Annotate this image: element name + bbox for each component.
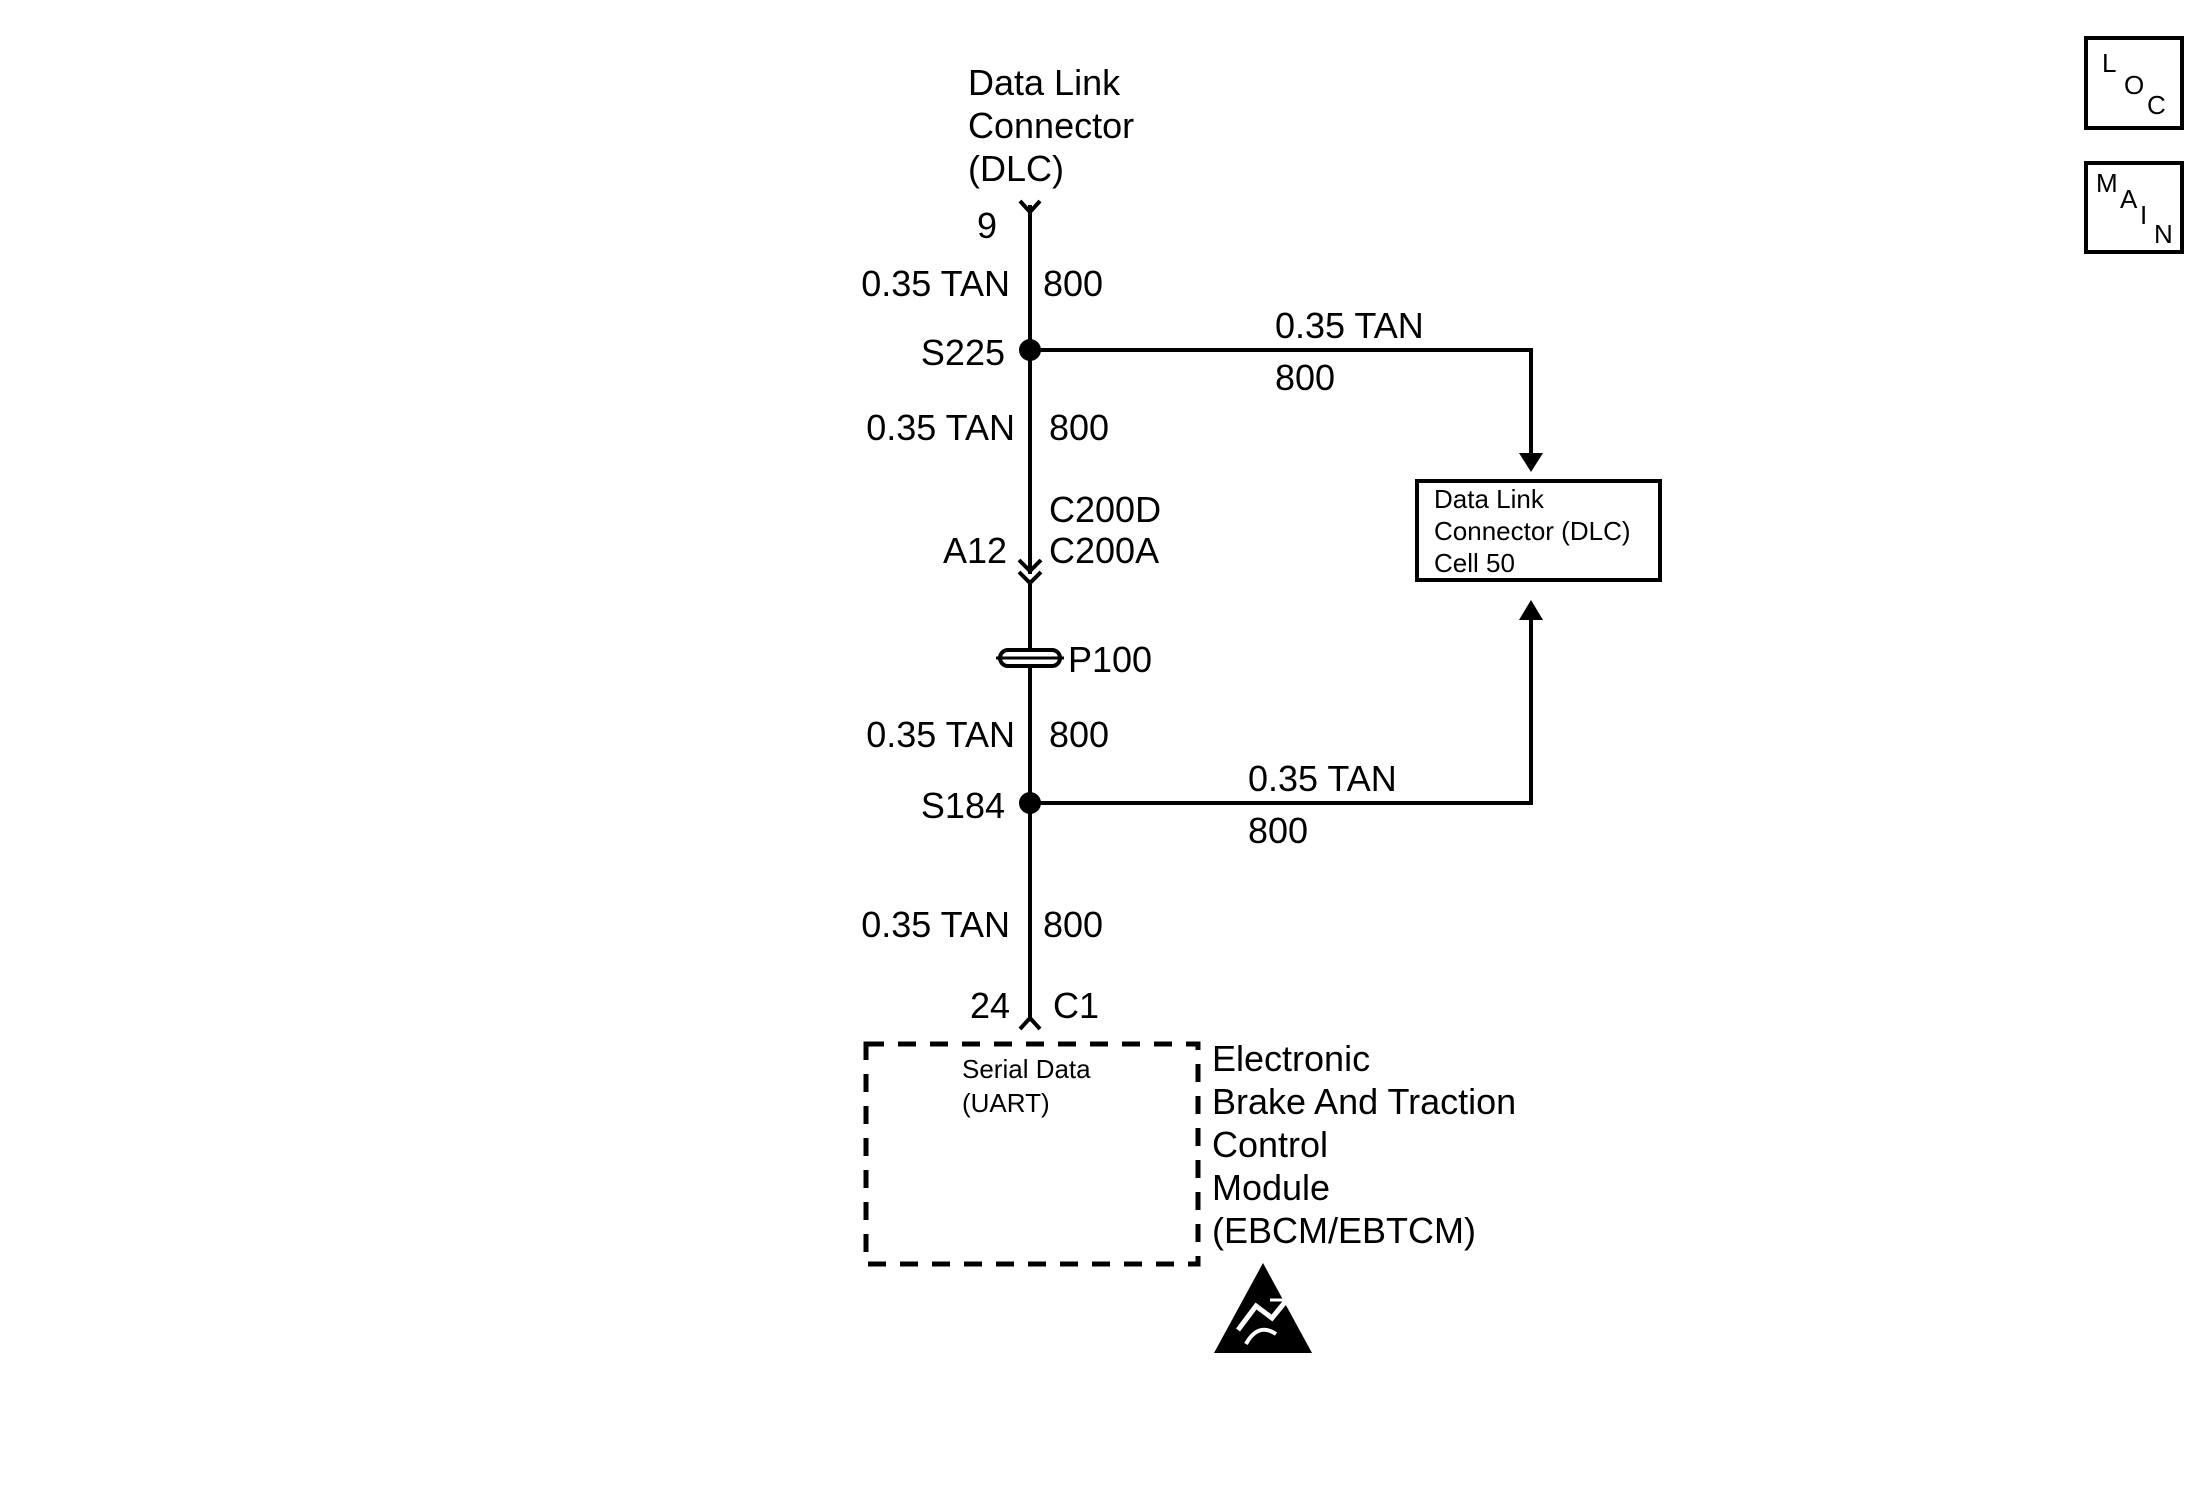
main-button-letter-4: N [2154, 219, 2173, 249]
module-internal-line-2: (UART) [962, 1088, 1050, 1118]
main-button[interactable]: M A I N [2084, 161, 2184, 254]
top-connector-label: Data Link Connector (DLC) [968, 62, 1134, 189]
wire-4-gauge: 0.35 TAN [861, 904, 1010, 945]
top-connector-name-line-2: Connector [968, 105, 1134, 146]
wire-3-gauge: 0.35 TAN [866, 714, 1015, 755]
wire-1-circuit: 800 [1043, 263, 1103, 304]
module-name-line-3: Control [1212, 1124, 1328, 1165]
wire-1-gauge: 0.35 TAN [861, 263, 1010, 304]
module-name-line-5: (EBCM/EBTCM) [1212, 1210, 1476, 1251]
branch-upper-circuit: 800 [1275, 357, 1335, 398]
module-internal-line-1: Serial Data [962, 1054, 1091, 1084]
main-button-letter-2: A [2120, 184, 2138, 214]
splice-lower-label: S184 [921, 785, 1005, 826]
branch-lower-gauge: 0.35 TAN [1248, 758, 1397, 799]
top-connector-name-line-3: (DLC) [968, 148, 1064, 189]
loc-button-letter-1: L [2102, 48, 2116, 78]
main-button-letter-1: M [2096, 168, 2118, 198]
branch-upper-gauge: 0.35 TAN [1275, 305, 1424, 346]
inline-connector-upper: C200D [1049, 489, 1161, 530]
loc-button[interactable]: L O C [2084, 36, 2184, 130]
top-connector-pin: 9 [977, 205, 997, 246]
wire-2-gauge: 0.35 TAN [866, 407, 1015, 448]
top-connector-name-line-1: Data Link [968, 62, 1121, 103]
loc-button-letter-2: O [2124, 70, 2144, 100]
wire-4-circuit: 800 [1043, 904, 1103, 945]
module-name-line-4: Module [1212, 1167, 1330, 1208]
inline-connector-lower: C200A [1049, 530, 1159, 571]
loc-button-letter-3: C [2147, 90, 2166, 120]
inline-connector-pin: A12 [943, 530, 1007, 571]
inline-connector-icon [1017, 558, 1043, 586]
main-button-letter-3: I [2140, 200, 2147, 230]
wire-2-circuit: 800 [1049, 407, 1109, 448]
module-connector-terminal-icon [1018, 1015, 1042, 1031]
esd-sensitive-icon [1214, 1263, 1312, 1353]
branch-upper-wire [1030, 348, 1533, 455]
module-name: Electronic Brake And Traction Control Mo… [1212, 1038, 1516, 1251]
splice-upper-label: S225 [921, 332, 1005, 373]
reference-box-line-2: Connector (DLC) [1434, 516, 1631, 546]
module-box [863, 1041, 1201, 1267]
reference-box-line-1: Data Link [1434, 484, 1545, 514]
branch-upper-arrow-icon [1519, 453, 1543, 472]
module-name-line-1: Electronic [1212, 1038, 1370, 1079]
reference-box [1415, 479, 1662, 582]
module-connector-pin: 24 [970, 985, 1010, 1026]
branch-lower-wire [1030, 618, 1533, 805]
grommet-icon [996, 648, 1064, 668]
branch-lower-arrow-icon [1519, 600, 1543, 620]
reference-box-line-3: Cell 50 [1434, 548, 1515, 578]
grommet-label: P100 [1068, 639, 1152, 680]
branch-lower-circuit: 800 [1248, 810, 1308, 851]
wire-3-circuit: 800 [1049, 714, 1109, 755]
module-connector-name: C1 [1053, 985, 1099, 1026]
module-name-line-2: Brake And Traction [1212, 1081, 1516, 1122]
